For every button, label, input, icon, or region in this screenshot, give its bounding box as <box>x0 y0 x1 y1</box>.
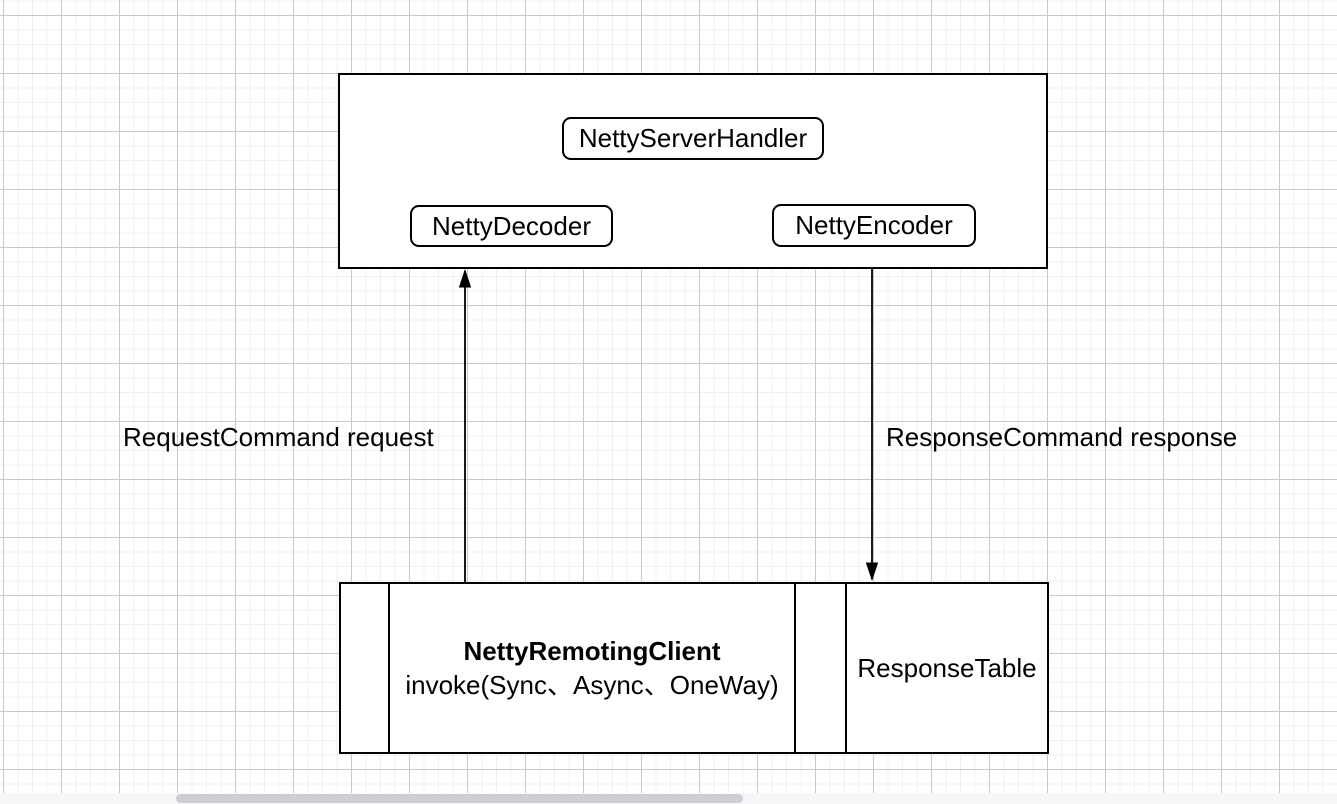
client-title: NettyRemotingClient <box>463 636 721 666</box>
horizontal-scrollbar-track[interactable] <box>0 793 1337 804</box>
response-table-compartment[interactable]: ResponseTable <box>847 584 1047 752</box>
node-netty-server-handler[interactable]: NettyServerHandler <box>562 117 824 160</box>
client-container-box[interactable]: NettyRemotingClient invoke(Sync、Async、On… <box>339 582 1049 754</box>
compartment-divider <box>794 584 796 752</box>
client-invoke-methods: invoke(Sync、Async、OneWay) <box>405 670 779 700</box>
node-label: NettyServerHandler <box>578 123 808 153</box>
node-netty-encoder[interactable]: NettyEncoder <box>772 204 976 247</box>
node-label: NettyEncoder <box>795 210 953 240</box>
client-main-compartment[interactable]: NettyRemotingClient invoke(Sync、Async、On… <box>390 584 794 752</box>
response-table-label: ResponseTable <box>857 652 1037 683</box>
edge-label-response[interactable]: ResponseCommand response <box>886 422 1238 452</box>
node-label: NettyDecoder <box>432 210 591 241</box>
node-netty-decoder[interactable]: NettyDecoder <box>410 205 613 247</box>
compartment-divider <box>845 584 847 752</box>
horizontal-scrollbar-thumb[interactable] <box>176 794 743 803</box>
compartment-divider <box>388 584 390 752</box>
edge-label-request[interactable]: RequestCommand request <box>123 422 434 452</box>
